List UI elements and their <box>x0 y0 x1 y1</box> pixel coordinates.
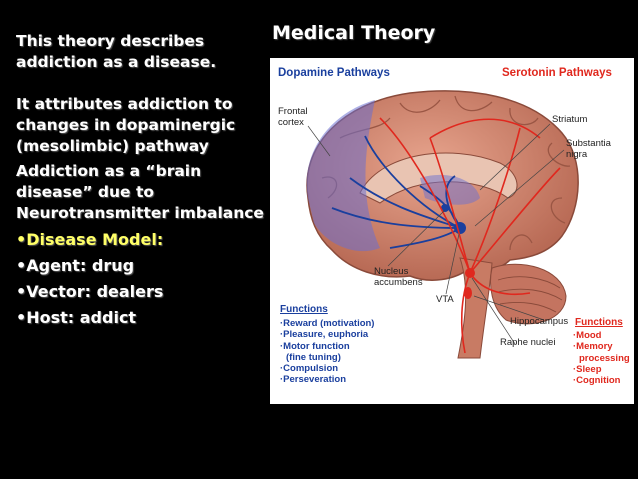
bullet-agent: •Agent: drug <box>16 256 135 275</box>
bullet-host: •Host: addict <box>16 308 137 327</box>
dopamine-function-item: ·Compulsion <box>280 363 339 375</box>
paragraph-disease: This theory describes addiction as a dis… <box>16 32 217 71</box>
serotonin-functions-list: ·Mood ·Memory processing ·Sleep ·Cogniti… <box>573 330 630 386</box>
serotonin-function-item: ·Mood <box>573 330 602 341</box>
paragraph-dopaminergic: It attributes addiction to changes in do… <box>16 95 236 155</box>
frontal-dopamine-region <box>306 100 380 252</box>
label-striatum: Striatum <box>552 114 588 125</box>
dopamine-function-item: ·Motor function <box>280 340 350 352</box>
bullet-disease-model: •Disease Model: <box>16 230 164 249</box>
label-substantia-nigra: Substantia nigra <box>566 138 611 160</box>
label-raphe-nuclei: Raphe nuclei <box>500 337 556 348</box>
dopamine-function-item: ·Perseveration <box>280 374 347 386</box>
bullet-vector: •Vector: dealers <box>16 282 164 301</box>
paragraph-brain-disease: Addiction as a “brain disease” due to Ne… <box>16 162 264 222</box>
dopamine-pathways-title: Dopamine Pathways <box>278 67 390 79</box>
serotonin-pathway-lines <box>379 117 561 354</box>
dopamine-function-item: ·Pleasure, euphoria <box>280 329 369 341</box>
hippocampus-node <box>464 287 472 299</box>
label-frontal-cortex: Frontal cortex <box>278 106 308 128</box>
brain-pathways-figure: Dopamine Pathways Serotonin Pathways Fro… <box>270 58 634 404</box>
serotonin-function-item: ·Sleep <box>573 363 602 375</box>
label-nucleus-accumbens: Nucleus accumbens <box>374 266 423 288</box>
serotonin-function-item: ·Cognition <box>573 375 621 387</box>
serotonin-function-item: processing <box>579 352 630 364</box>
slide-title: Medical Theory <box>272 22 436 44</box>
brain-illustration <box>306 90 579 359</box>
dopamine-functions-list: ·Reward (motivation) ·Pleasure, euphoria… <box>280 318 374 386</box>
label-leaders <box>307 123 565 345</box>
serotonin-pathways-title: Serotonin Pathways <box>502 67 612 79</box>
raphe-node <box>465 268 475 278</box>
dopamine-function-item: (fine tuning) <box>286 351 341 363</box>
serotonin-function-item: ·Memory <box>573 341 613 353</box>
dopamine-function-item: ·Reward (motivation) <box>280 318 375 329</box>
label-hippocampus: Hippocampus <box>510 316 569 327</box>
dopamine-functions-heading: Functions <box>280 304 328 315</box>
slide-body: This theory describes addiction as a dis… <box>16 31 268 328</box>
label-vta: VTA <box>436 294 454 305</box>
accumbens-node <box>441 204 449 212</box>
serotonin-functions-heading: Functions <box>575 317 623 328</box>
cerebellum-folds <box>497 276 563 313</box>
